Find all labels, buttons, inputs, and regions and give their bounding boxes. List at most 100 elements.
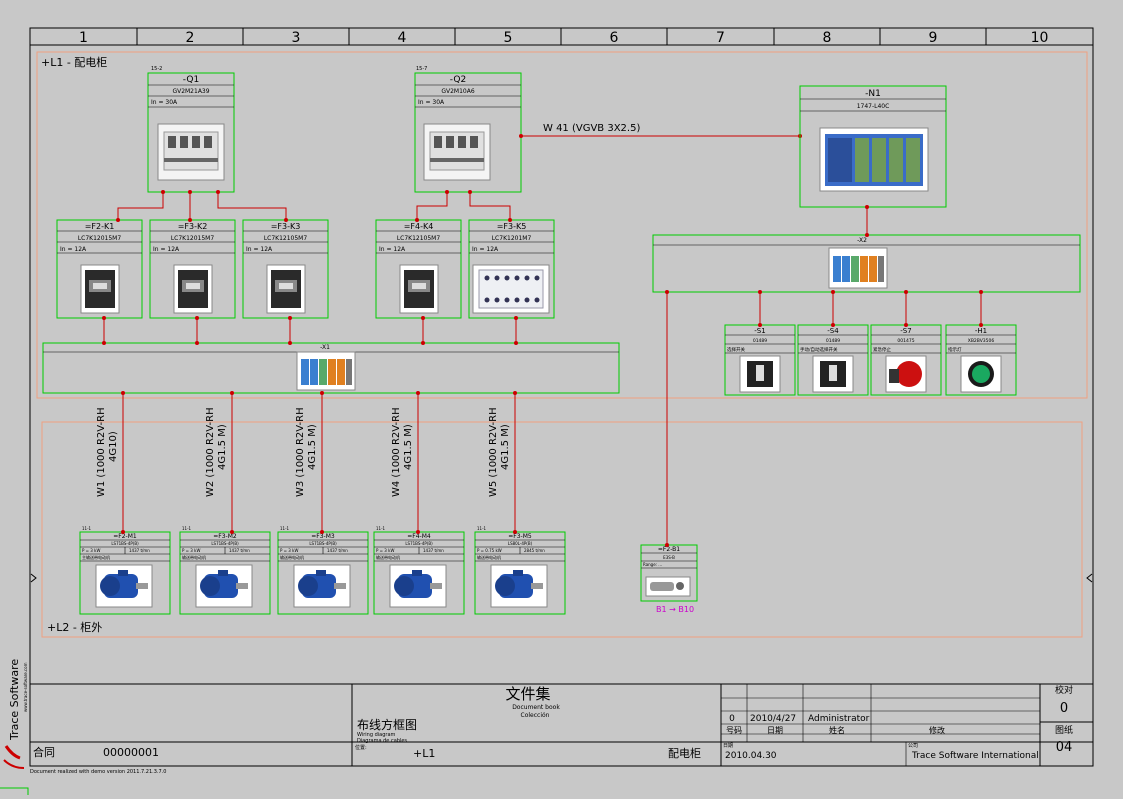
motor-position: 11-1 xyxy=(182,526,192,531)
motor-tag: =F3-M2 xyxy=(213,533,237,540)
breaker-q2-ref: GV2M10A6 xyxy=(441,88,474,95)
contactor-image xyxy=(399,264,439,314)
breaker-q1-position: 15-2 xyxy=(151,66,162,72)
company-label: 公司 xyxy=(908,743,918,749)
plc-n1[interactable]: -N1 1747-L40C xyxy=(799,85,947,208)
terminal-x1-box xyxy=(42,342,620,394)
breaker-q1-tag: -Q1 xyxy=(183,75,199,85)
contactor-tag: =F3-K2 xyxy=(178,222,208,231)
motor-speed: 1437 t/mn xyxy=(423,548,444,553)
footer-note: Document realized with demo version 2011… xyxy=(30,769,166,775)
column-number: 7 xyxy=(716,30,725,46)
operator-tag: -H1 xyxy=(975,327,987,335)
motor-position: 11-1 xyxy=(82,526,92,531)
cable-label-line1: W5 (1000 R2V-RH xyxy=(488,407,499,497)
revision-date: 2010/4/27 xyxy=(750,714,796,724)
contactor-ref: LC7K1201M7 xyxy=(492,235,532,242)
motor-speed: 1437 t/mn xyxy=(129,548,150,553)
terminal-strip-x1[interactable]: -X1 xyxy=(42,342,620,394)
terminal-block-image xyxy=(828,247,888,289)
sheet-corner-mark xyxy=(0,787,29,795)
operator-tag: -S7 xyxy=(900,327,911,335)
breaker-q1-ref: GV2M21A39 xyxy=(172,88,209,95)
motor-box xyxy=(179,531,271,615)
sensor-b1-ref: E3S-B xyxy=(663,555,675,560)
operator-tag: -S1 xyxy=(754,327,765,335)
breaker-q1-rating: In = 30A xyxy=(151,99,178,106)
breaker-image xyxy=(157,123,225,181)
terminal-strip-x2[interactable]: -X2 xyxy=(652,234,1081,293)
cable-label-line2: 4G1.5 M) xyxy=(403,424,414,470)
sensor-b1[interactable]: =F2-B1 E3S-B Range: ... B1 → B10 xyxy=(640,544,698,614)
motor-power: P = 0.75 kW xyxy=(477,548,502,553)
motor-ref: LS80L-4P(B) xyxy=(508,541,533,546)
operator-desc: 指示灯 xyxy=(948,346,962,353)
cable-label-line2: 4G10) xyxy=(108,431,119,462)
motor-desc: 输送带电动机 xyxy=(280,554,304,560)
breaker-q1[interactable]: 15-2 -Q1 GV2M21A39 In = 30A xyxy=(147,66,235,193)
contract-label: 合同 xyxy=(33,745,55,759)
drawing-title-cn: 布线方框图 xyxy=(357,717,417,732)
contactor-ref: LC7K12015M7 xyxy=(171,235,215,242)
motor-box xyxy=(474,531,566,615)
breaker-q2-rating: In = 30A xyxy=(418,99,445,106)
emergency-stop-image xyxy=(885,355,927,393)
contract-number: 00000001 xyxy=(103,746,159,759)
column-number: 8 xyxy=(823,30,832,46)
logo-url: www.trace-software.com xyxy=(23,662,28,712)
right-edge-marker-icon xyxy=(1086,573,1093,583)
sensor-b1-desc: Range: ... xyxy=(643,562,662,567)
revision-col-change: 修改 xyxy=(929,725,945,735)
operator-desc: 选择开关 xyxy=(727,346,745,353)
trace-software-logo: Trace Software www.trace-software.com xyxy=(3,659,28,769)
operator-ref: 01489 xyxy=(826,338,840,344)
column-number: 4 xyxy=(398,30,407,46)
breaker-q2[interactable]: 15-7 -Q2 GV2M10A6 In = 30A xyxy=(414,66,522,193)
breaker-image xyxy=(423,123,491,181)
column-number: 2 xyxy=(186,30,195,46)
contactor-tag: =F3-K5 xyxy=(497,222,527,231)
motor-desc: 输送带电动机 xyxy=(376,554,400,560)
motor-position: 11-1 xyxy=(477,526,487,531)
motor-tag: =F3-M5 xyxy=(508,533,532,540)
operator-desc: 手动/自动选择开关 xyxy=(800,346,838,353)
motor-image xyxy=(389,564,447,608)
column-number: 5 xyxy=(504,30,513,46)
motor-power: P = 3 kW xyxy=(376,548,394,553)
motor-ref: LS71BS-4P(B) xyxy=(211,541,239,546)
motor-image xyxy=(195,564,253,608)
contactor-rating: In = 12A xyxy=(246,246,273,253)
revision-col-name: 姓名 xyxy=(829,725,845,735)
drawing-title-en: Wiring diagram xyxy=(357,732,396,738)
terminal-x1-tag: -X1 xyxy=(320,344,330,351)
motor-speed: 1437 t/mn xyxy=(229,548,250,553)
sensor-b1-tag: =F2-B1 xyxy=(658,546,680,553)
title-block: 0 2010/4/27 Administrator 号码 日期 姓名 修改 日期… xyxy=(30,683,1093,775)
contactor-tag: =F3-K3 xyxy=(271,222,301,231)
contactor-image xyxy=(173,264,213,314)
operator-ref: XB2BV3506 xyxy=(968,338,995,344)
motor-power: P = 3 kW xyxy=(280,548,298,553)
location-label: 位置: xyxy=(355,744,367,751)
contactor-rating: In = 12A xyxy=(379,246,406,253)
motor-position: 11-1 xyxy=(280,526,290,531)
proximity-sensor-image xyxy=(645,576,691,597)
revision-col-index: 号码 xyxy=(726,726,742,735)
